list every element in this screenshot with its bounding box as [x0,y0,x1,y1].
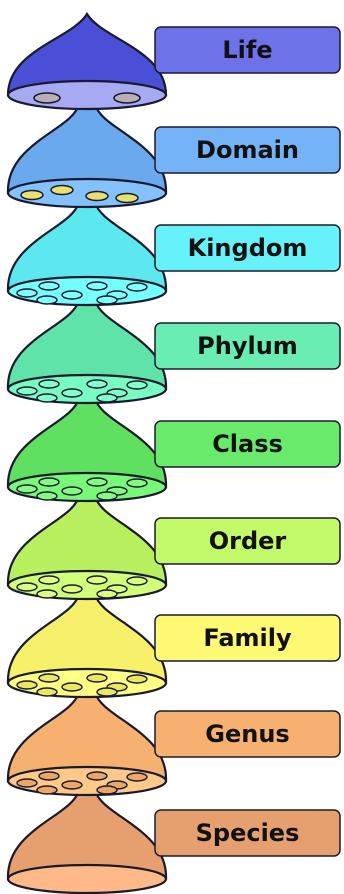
bell-base [6,79,168,111]
label-box [154,26,341,74]
rank-label-domain: Domain [154,126,341,174]
base-oval [16,386,38,396]
rank-label-family: Family [154,614,341,662]
base-oval [86,281,108,291]
base-oval [96,393,118,403]
label-text: Species [196,819,300,847]
label-box [154,420,341,468]
label-text: Life [222,36,272,64]
base-oval [20,189,44,201]
label-box [154,517,341,565]
base-oval [61,682,83,692]
base-oval [36,491,58,501]
base-oval [38,575,60,585]
base-oval [86,575,108,585]
bell-base [6,863,168,894]
base-oval [38,281,60,291]
rank-shape-class [6,396,168,503]
label-text: Kingdom [188,234,308,262]
rank-label-order: Order [154,517,341,565]
rank-shape-species [6,788,168,894]
label-text: Class [212,430,283,458]
label-box [154,614,341,662]
base-oval [36,393,58,403]
base-oval [36,589,58,599]
rank-label-life: Life [154,26,341,74]
rank-labels: LifeDomainKingdomPhylumClassOrderFamilyG… [154,26,341,857]
base-oval [126,282,148,292]
base-oval [85,190,109,202]
base-oval [96,491,118,501]
base-oval [33,92,61,104]
label-text: Family [203,624,292,652]
rank-shape-genus [6,690,168,797]
base-oval [36,785,58,795]
rank-shape-phylum [6,298,168,405]
rank-label-species: Species [154,809,341,857]
base-oval [61,780,83,790]
base-oval [38,477,60,487]
base-oval [96,295,118,305]
base-oval [16,484,38,494]
base-oval [126,380,148,390]
base-oval [96,687,118,697]
base-oval [61,486,83,496]
base-oval [38,379,60,389]
base-oval [36,687,58,697]
base-oval [126,772,148,782]
base-oval [115,192,139,204]
base-oval [126,478,148,488]
base-oval [126,576,148,586]
rank-label-class: Class [154,420,341,468]
rank-shape-family [6,592,168,699]
rank-shape-order [6,494,168,601]
base-oval [96,785,118,795]
base-oval [86,673,108,683]
base-oval [86,477,108,487]
rank-shape-life [6,11,168,111]
rank-shape-kingdom [6,200,168,307]
label-box [154,224,341,272]
base-oval [96,589,118,599]
base-oval [61,388,83,398]
label-text: Phylum [197,332,298,360]
rank-label-phylum: Phylum [154,322,341,370]
base-oval [16,582,38,592]
base-oval [16,778,38,788]
rank-label-kingdom: Kingdom [154,224,341,272]
base-oval [38,771,60,781]
label-box [154,322,341,370]
rank-shapes [6,11,168,894]
base-oval [61,290,83,300]
base-oval [86,771,108,781]
label-text: Domain [196,136,299,164]
rank-shape-domain [6,102,168,209]
base-oval [86,379,108,389]
label-box [154,809,341,857]
base-oval [61,584,83,594]
base-oval [36,295,58,305]
base-oval [50,184,74,196]
base-oval [16,680,38,690]
label-text: Genus [205,720,289,748]
label-box [154,710,341,758]
base-oval [126,674,148,684]
base-oval [16,288,38,298]
label-box [154,126,341,174]
base-oval [113,92,141,104]
base-oval [38,673,60,683]
label-text: Order [209,527,287,555]
rank-label-genus: Genus [154,710,341,758]
